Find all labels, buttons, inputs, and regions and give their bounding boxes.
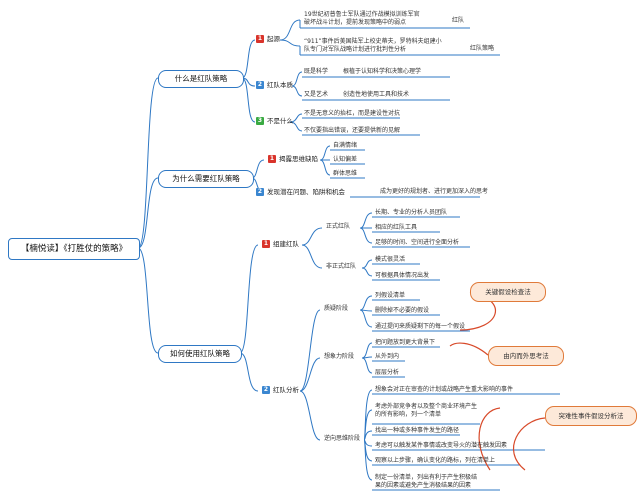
badge-2-discover: 2 [256, 188, 264, 196]
question-item-2: 删除掉不必要的假设 [375, 307, 430, 314]
informal-item-1: 模式很灵活 [375, 256, 406, 263]
badge-2-analysis: 2 [262, 386, 270, 394]
formal-item-3: 足够的时间、空间进行全面分析 [375, 239, 460, 246]
origin-item1-line1: 19世纪初普鲁士军队通过作战模拟训练军官 [304, 11, 420, 18]
imagine-item-3: 层层分析 [375, 369, 400, 376]
node-analysis[interactable]: 红队分析 [273, 386, 299, 394]
reverse-item-6a: 制定一份清单，列出有利于产生积极结 [375, 474, 478, 481]
callout-arrow-high [512, 417, 546, 471]
reverse-item-4: 考虑可以触发某件事情或改变导火的潜在触发因素 [375, 442, 508, 449]
root-node[interactable]: 【楠悦读】《打胜仗的策略》 [8, 238, 140, 260]
badge-1-origin: 1 [256, 35, 264, 43]
connector-how [137, 247, 159, 354]
badge-3-not: 3 [256, 117, 264, 125]
badge-2-essence: 2 [256, 81, 264, 89]
callout-outside-in[interactable]: 由内而外思考法 [488, 346, 564, 366]
origin-item1-line2: 破坏战斗计划，提前发现策略中的弱点 [304, 19, 407, 26]
formal-item-1: 长期、专业的分析人员团队 [375, 209, 448, 216]
connector-what [137, 77, 159, 249]
essence-science-desc: 根植于认知科学和决策心理学 [343, 68, 422, 75]
reveal-item-1: 自满情绪 [333, 142, 358, 149]
callout-high-impact[interactable]: 突难性事件假设分析法 [545, 406, 637, 426]
imagine-item-1: 把问题放到更大背景下 [375, 339, 436, 346]
node-reveal[interactable]: 揭露思维缺陷 [279, 155, 318, 163]
reveal-item-2: 认知偏差 [333, 156, 358, 163]
not-item-1: 不是无意义的抬杠，而是建设性对抗 [304, 110, 401, 117]
essence-art: 又是艺术 [304, 91, 329, 98]
badge-1-reveal: 1 [268, 155, 276, 163]
reveal-item-3: 群体思维 [333, 170, 358, 177]
formal-item-2: 相应的红队工具 [375, 224, 418, 231]
node-origin[interactable]: 起源 [267, 35, 280, 43]
topic-why[interactable]: 为什么需要红队策略 [158, 170, 254, 188]
node-reverse[interactable]: 逆向思维阶段 [324, 435, 361, 442]
node-discover[interactable]: 发现潜在问题、陷阱和机会 [267, 188, 345, 196]
node-informal[interactable]: 非正式红队 [326, 263, 357, 270]
node-formal[interactable]: 正式红队 [326, 223, 351, 230]
question-item-1: 列假设清单 [375, 292, 406, 299]
connector-why [137, 177, 159, 249]
origin-item2-line2: 队专门对军队战略计划进行批判性分析 [304, 46, 407, 53]
node-imagine[interactable]: 想象力阶段 [324, 353, 355, 360]
informal-item-2: 可根据具体情况出发 [375, 272, 430, 279]
reverse-item-5: 观察以上步骤，确认变化的路标，列在清单上 [375, 457, 496, 464]
callout-arrow-outside [449, 342, 489, 356]
node-essence[interactable]: 红队本质 [267, 81, 293, 89]
not-item-2: 不仅要指出错误，还要提供新的见解 [304, 127, 401, 134]
question-item-3: 通过提问来质疑剩下的每一个假设 [375, 323, 466, 330]
origin-item1-tag: 红队 [452, 17, 465, 24]
essence-art-desc: 创造性地使用工具和技术 [343, 91, 410, 98]
reverse-item-2a: 考虑外部竞争者以及整个商业环境产生 [375, 403, 478, 410]
reverse-item-2b: 的所有影响，列一个清单 [375, 411, 442, 418]
callout-key-assumption[interactable]: 关键假设检查法 [470, 282, 546, 302]
topic-what[interactable]: 什么是红队策略 [158, 70, 244, 88]
reverse-item-1: 想象会对正在审查的计划或战略产生重大影响的事件 [375, 386, 514, 393]
discover-desc: 成为更好的规划者、进行更加深入的思考 [380, 188, 489, 195]
essence-science: 既是科学 [304, 68, 329, 75]
node-not[interactable]: 不是什么 [267, 117, 293, 125]
origin-item2-tag: 红队策略 [470, 45, 495, 52]
badge-1-build: 1 [262, 240, 270, 248]
node-question[interactable]: 质疑阶段 [324, 305, 349, 312]
origin-item2-line1: “911”事件后美国陆军上校史蒂夫，罗特科夫组建小 [304, 38, 442, 45]
topic-how[interactable]: 如何使用红队策略 [158, 345, 242, 363]
reverse-item-3: 找出一种或多种事件发生的路径 [375, 427, 460, 434]
imagine-item-2: 从外到内 [375, 353, 400, 360]
node-build[interactable]: 组建红队 [273, 240, 299, 248]
reverse-item-6b: 果的因素或避免产生消极结果的因素 [375, 482, 472, 489]
